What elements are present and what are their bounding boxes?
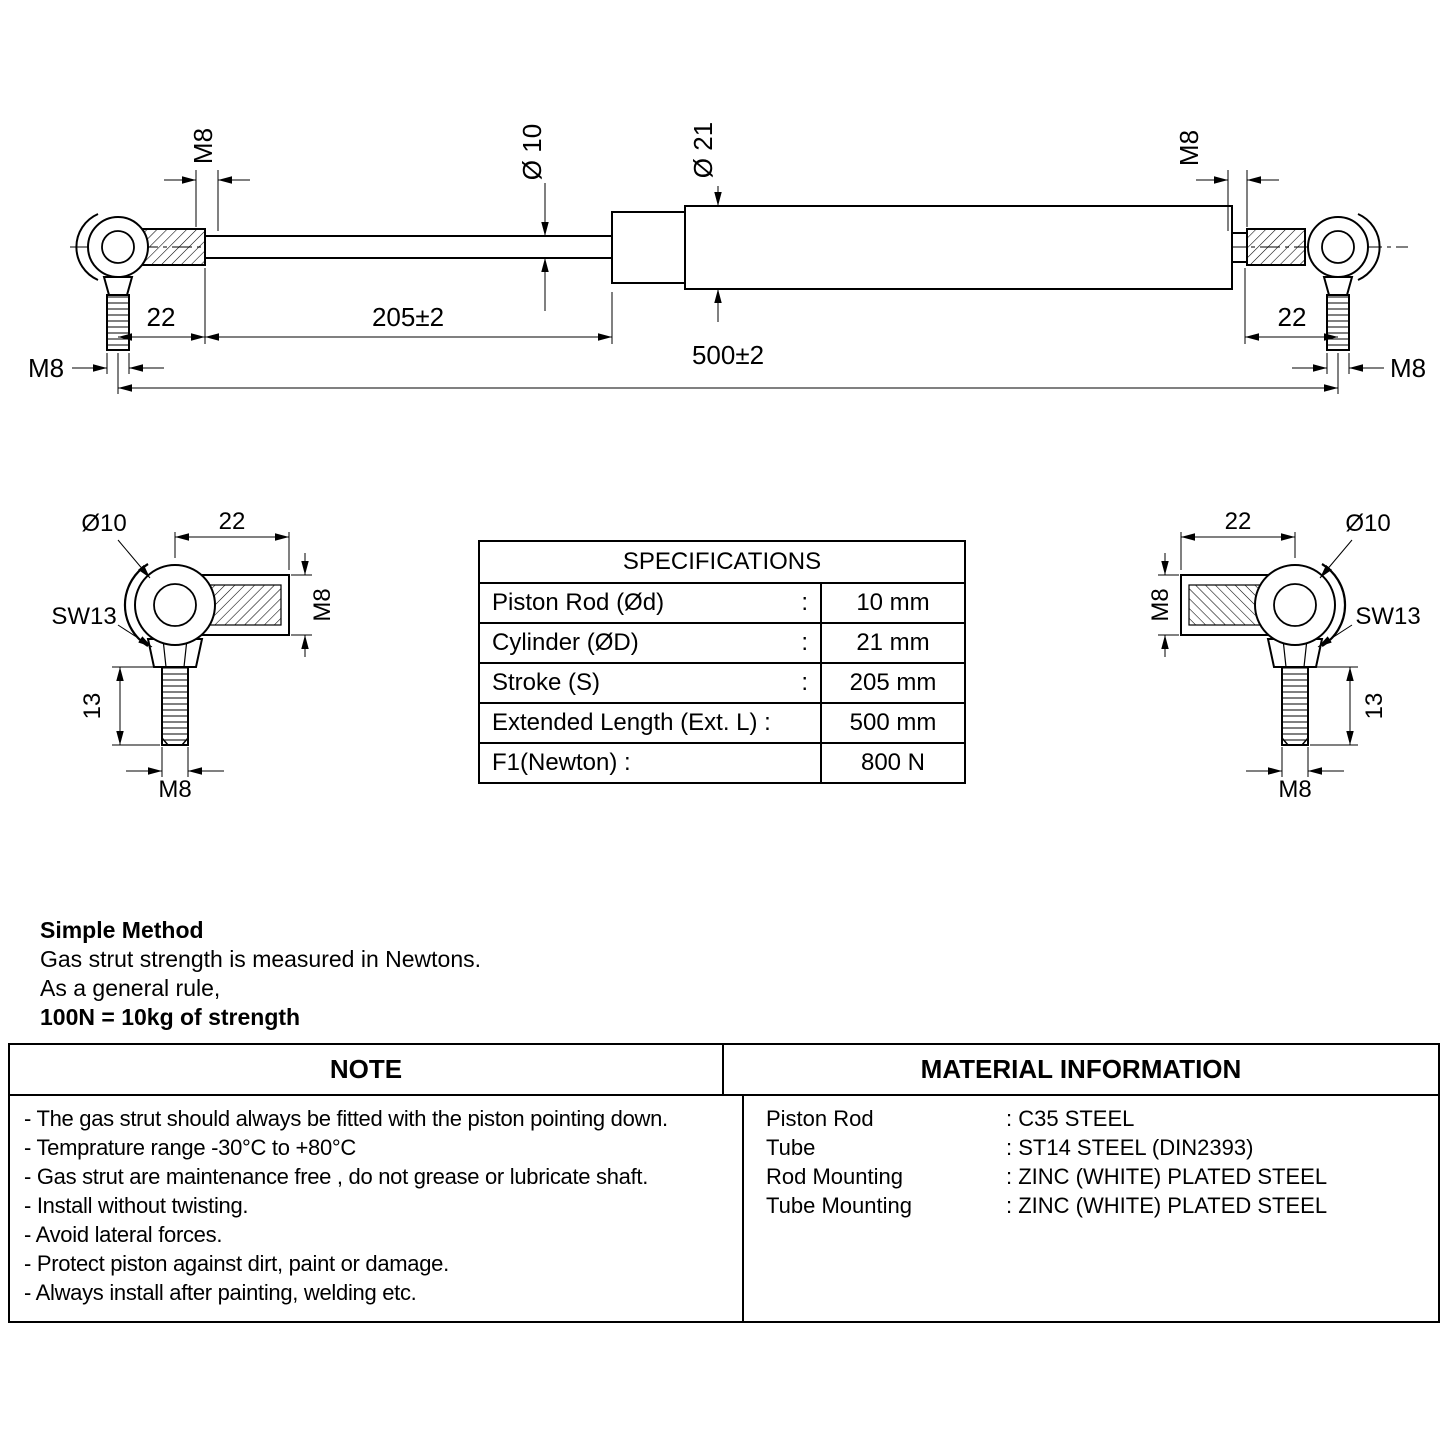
material-label: Rod Mounting [766, 1164, 903, 1189]
dia-cylinder-label: Ø 21 [688, 122, 718, 178]
note-title: NOTE [10, 1045, 724, 1094]
detail-right-sw13-label: SW13 [1355, 603, 1420, 630]
spec-label: F1(Newton) : [492, 749, 631, 776]
material-value: : ZINC (WHITE) PLATED STEEL [1006, 1193, 1328, 1218]
detail-left-dia-label: Ø10 [81, 510, 126, 537]
spec-value: 205 mm [849, 669, 937, 696]
gas-strut-main-view [70, 205, 1408, 351]
detail-left-m8-side-label: M8 [309, 588, 336, 621]
spec-row-force: F1(Newton) : 800 N [480, 744, 964, 782]
material-label: Tube [766, 1135, 816, 1160]
ball-joint-detail-left [123, 562, 291, 747]
detail-right-m8-side-label: M8 [1147, 588, 1174, 621]
material-label: Piston Rod [766, 1106, 874, 1131]
spec-label: Extended Length (Ext. L) : [492, 709, 771, 736]
left-ball-joint [75, 213, 206, 351]
spec-value: 800 N [860, 749, 926, 776]
detail-left-22-label: 22 [219, 508, 246, 535]
simple-method-line: Gas strut strength is measured in Newton… [40, 946, 482, 972]
spec-row-cylinder: Cylinder (ØD): 21 mm [480, 624, 964, 664]
material-value: : ZINC (WHITE) PLATED STEEL [1006, 1164, 1328, 1189]
detail-right-22-label: 22 [1225, 508, 1252, 535]
m8-top-left-label: M8 [188, 128, 218, 164]
material-value: : ST14 STEEL (DIN2393) [1006, 1135, 1254, 1160]
material-list: Piston Rod : C35 STEEL Tube : ST14 STEEL… [744, 1096, 1438, 1321]
simple-method-line: As a general rule, [40, 975, 221, 1001]
dia-rod-label: Ø 10 [517, 124, 547, 180]
cylinder-tube [684, 205, 1233, 290]
material-info-title: MATERIAL INFORMATION [920, 1054, 1242, 1084]
spec-label: Piston Rod (Ød) [492, 589, 665, 616]
spec-colon: : [801, 629, 808, 656]
spec-label: Cylinder (ØD) [492, 629, 639, 656]
simple-method-title: Simple Method [40, 917, 204, 943]
ball-joint-detail-right [1179, 562, 1347, 747]
note-material-table: NOTE MATERIAL INFORMATION - The gas stru… [8, 1043, 1440, 1323]
dim-22-right-label: 22 [1278, 302, 1307, 332]
spec-label: Stroke (S) [492, 669, 601, 696]
material-row: Tube : ST14 STEEL (DIN2393) [766, 1133, 1432, 1162]
note-item: - Protect piston against dirt, paint or … [24, 1251, 449, 1276]
left-detail-dimension-lines [112, 532, 312, 777]
m8-bottom-right-label: M8 [1390, 353, 1426, 383]
note-list: - The gas strut should always be fitted … [10, 1096, 744, 1321]
spec-value: 21 mm [856, 629, 930, 656]
dim-stroke-label: 205±2 [372, 302, 444, 332]
note-item: - The gas strut should always be fitted … [24, 1106, 668, 1131]
piston-rod [204, 235, 613, 259]
right-detail-dimension-lines [1158, 532, 1358, 777]
spec-row-extended-length: Extended Length (Ext. L) : 500 mm [480, 704, 964, 744]
cylinder-neck [611, 211, 686, 284]
detail-left-sw13-label: SW13 [51, 603, 116, 630]
simple-method-block: Simple Method Gas strut strength is meas… [40, 916, 481, 1032]
spec-value: 10 mm [856, 589, 930, 616]
detail-right-13-label: 13 [1361, 693, 1388, 720]
spec-table-title: SPECIFICATIONS [480, 542, 964, 584]
dim-extended-length-label: 500±2 [692, 340, 764, 370]
detail-right-m8-bottom-label: M8 [1278, 776, 1311, 803]
material-row: Tube Mounting : ZINC (WHITE) PLATED STEE… [766, 1191, 1432, 1220]
detail-right-dia-label: Ø10 [1345, 510, 1390, 537]
note-item: - Install without twisting. [24, 1193, 249, 1218]
note-item: - Temprature range -30°C to +80°C [24, 1135, 356, 1160]
material-row: Piston Rod : C35 STEEL [766, 1104, 1432, 1133]
spec-row-piston-rod: Piston Rod (Ød): 10 mm [480, 584, 964, 624]
m8-top-right-label: M8 [1174, 130, 1204, 166]
note-item: - Avoid lateral forces. [24, 1222, 223, 1247]
main-dimension-lines [72, 170, 1384, 394]
simple-method-line: 100N = 10kg of strength [40, 1004, 301, 1030]
material-row: Rod Mounting : ZINC (WHITE) PLATED STEEL [766, 1162, 1432, 1191]
material-label: Tube Mounting [766, 1193, 912, 1218]
m8-bottom-left-label: M8 [28, 353, 64, 383]
right-ball-joint [1246, 213, 1381, 351]
spec-colon: : [801, 589, 808, 616]
note-item: - Gas strut are maintenance free , do no… [24, 1164, 649, 1189]
detail-left-13-label: 13 [79, 693, 106, 720]
spec-row-stroke: Stroke (S): 205 mm [480, 664, 964, 704]
spec-colon: : [801, 669, 808, 696]
spec-value: 500 mm [849, 709, 937, 736]
specifications-table: SPECIFICATIONS Piston Rod (Ød): 10 mm Cy… [478, 540, 966, 784]
material-value: : C35 STEEL [1006, 1106, 1135, 1131]
detail-left-m8-bottom-label: M8 [158, 776, 191, 803]
note-item: - Always install after painting, welding… [24, 1280, 417, 1305]
dim-22-left-label: 22 [147, 302, 176, 332]
